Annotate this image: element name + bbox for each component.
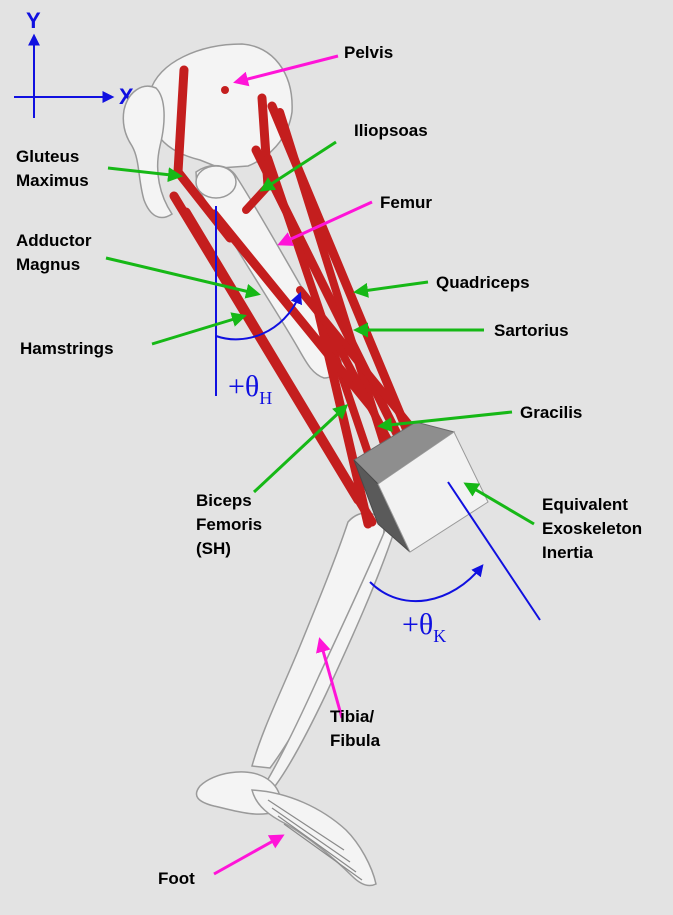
label-exo-line-1: Equivalent — [542, 495, 628, 514]
label-femur: Femur — [380, 193, 432, 212]
label-adductor-line-1: Adductor — [16, 231, 92, 250]
label-adductor-line-2: Magnus — [16, 255, 80, 274]
y-axis-label: Y — [26, 8, 41, 33]
knee-reference-line — [448, 482, 540, 620]
knee-angle-arc — [370, 566, 482, 601]
adductor-arrow — [106, 258, 258, 294]
gluteus-maximus-muscle — [178, 70, 184, 172]
label-gracilis: Gracilis — [520, 403, 582, 422]
label-biceps-line-1: Biceps — [196, 491, 252, 510]
tibia-bone — [252, 513, 384, 768]
fibula-bone — [264, 528, 394, 790]
pelvis-reference-dot — [221, 86, 229, 94]
label-tibia-fibula: Tibia/ Fibula — [330, 707, 381, 750]
femoral-head — [196, 166, 236, 198]
label-adductor-magnus: Adductor Magnus — [16, 231, 96, 274]
knee-angle-label: +θK — [402, 608, 446, 646]
knee-angle-subscript: K — [433, 626, 446, 646]
label-biceps-line-3: (SH) — [196, 539, 231, 558]
label-exo-line-3: Inertia — [542, 543, 594, 562]
knee-angle-symbol: +θ — [402, 608, 433, 641]
label-exoskeleton-inertia: Equivalent Exoskeleton Inertia — [542, 495, 647, 562]
label-gluteus-line-1: Gluteus — [16, 147, 79, 166]
label-gluteus-line-2: Maximus — [16, 171, 89, 190]
label-tibia-line-1: Tibia/ — [330, 707, 374, 726]
label-gluteus-maximus: Gluteus Maximus — [16, 147, 89, 190]
foot-arrow — [214, 836, 282, 874]
coordinate-axes: Y X — [14, 8, 134, 118]
label-iliopsoas: Iliopsoas — [354, 121, 428, 140]
label-biceps-line-2: Femoris — [196, 515, 262, 534]
label-sartorius: Sartorius — [494, 321, 569, 340]
label-pelvis: Pelvis — [344, 43, 393, 62]
hip-angle-symbol: +θ — [228, 370, 259, 403]
hip-angle-subscript: H — [259, 388, 272, 408]
label-biceps-femoris: Biceps Femoris (SH) — [196, 491, 267, 558]
label-exo-line-2: Exoskeleton — [542, 519, 642, 538]
label-tibia-line-2: Fibula — [330, 731, 381, 750]
label-hamstrings: Hamstrings — [20, 339, 114, 358]
quadriceps-arrow — [356, 282, 428, 292]
label-foot: Foot — [158, 869, 195, 888]
label-quadriceps: Quadriceps — [436, 273, 530, 292]
hip-angle-label: +θH — [228, 370, 272, 408]
